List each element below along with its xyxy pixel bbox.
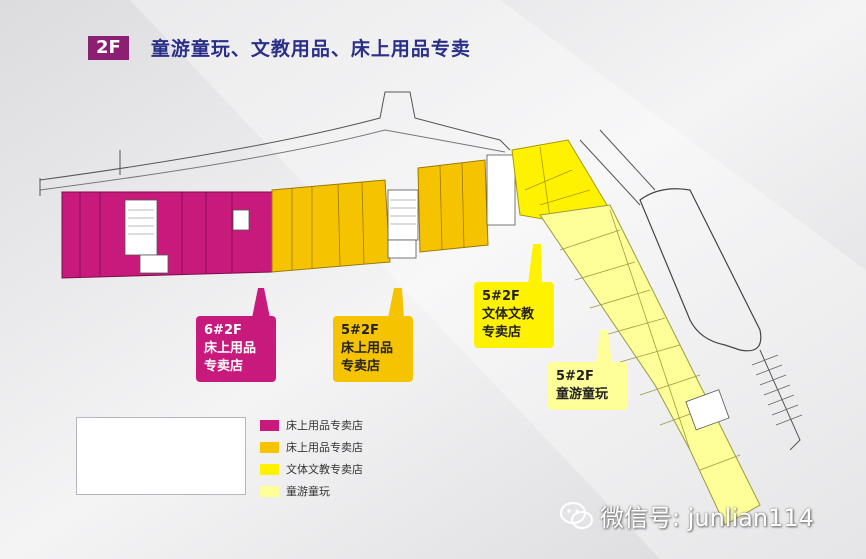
callout-5-2f-kids-play[interactable]: 5#2F 童游童玩	[548, 362, 628, 410]
callout-line: 床上用品	[341, 341, 394, 356]
legend-label: 床上用品专卖店	[286, 441, 363, 454]
legend-swatch	[260, 485, 279, 497]
legend-label: 床上用品专卖店	[286, 419, 363, 432]
floor-badge: 2F	[88, 35, 129, 60]
legend-item: 床上用品专卖店	[260, 414, 363, 436]
legend-swatch	[260, 419, 279, 431]
watermark-text: 微信号: junlian114	[600, 504, 814, 532]
callout-6-2f-bedding[interactable]: 6#2F 床上用品 专卖店	[196, 316, 276, 382]
callout-line: 专卖店	[482, 325, 522, 340]
callout-5-2f-bedding[interactable]: 5#2F 床上用品 专卖店	[333, 316, 413, 382]
wechat-watermark: 微信号: junlian114	[560, 498, 814, 533]
callout-line: 5#2F	[341, 323, 379, 338]
callout-line: 床上用品	[204, 341, 257, 356]
page-title: 童游童玩、文教用品、床上用品专卖	[150, 38, 471, 60]
legend-swatch	[260, 463, 279, 475]
legend-label: 童游童玩	[286, 485, 330, 498]
callout-line: 6#2F	[204, 323, 242, 338]
callout-5-2f-stationery[interactable]: 5#2F 文体文教 专卖店	[474, 282, 554, 348]
callout-line: 5#2F	[556, 369, 594, 384]
page-header: 2F 童游童玩、文教用品、床上用品专卖	[88, 34, 471, 61]
wechat-icon	[560, 501, 593, 529]
legend-swatch	[260, 441, 279, 453]
legend: 床上用品专卖店 床上用品专卖店 文体文教专卖店 童游童玩	[260, 414, 363, 502]
legend-item: 床上用品专卖店	[260, 436, 363, 458]
legend-item: 童游童玩	[260, 480, 363, 502]
site-map-thumbnail	[76, 417, 246, 495]
callout-line: 童游童玩	[556, 387, 609, 402]
legend-item: 文体文教专卖店	[260, 458, 363, 480]
callout-line: 5#2F	[482, 289, 520, 304]
legend-label: 文体文教专卖店	[286, 463, 363, 476]
callout-line: 专卖店	[204, 359, 244, 374]
callout-line: 专卖店	[341, 359, 381, 374]
callout-line: 文体文教	[482, 307, 535, 322]
